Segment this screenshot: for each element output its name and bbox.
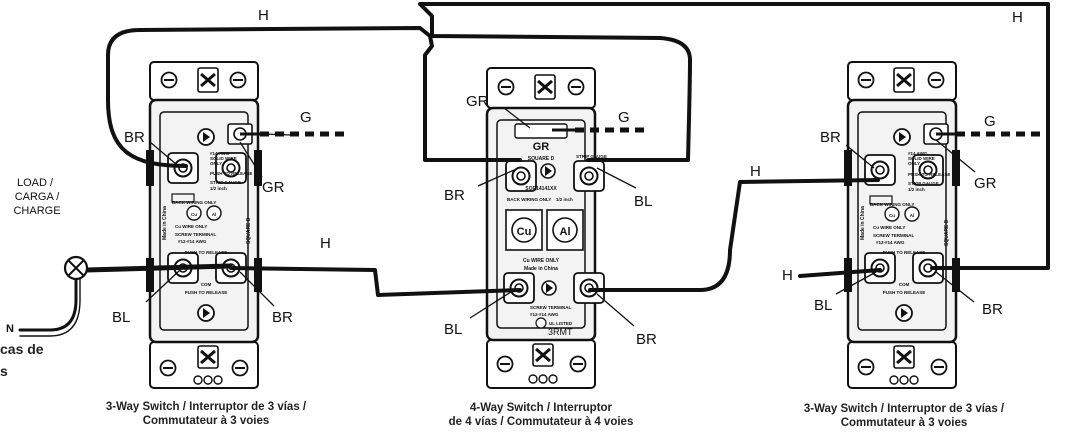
left-gauge-l3: ONLY (210, 161, 222, 166)
label-load-3: CHARGE (13, 205, 60, 217)
right-cu-wire-only: Cu WIRE ONLY (873, 225, 905, 230)
traveler-wire-outer (418, 2, 1050, 270)
left-back-wiring: BACK WIRING ONLY (172, 200, 216, 205)
traveler-wire-top (106, 26, 522, 168)
label-partial-2: s (0, 363, 8, 379)
center-cu-wire-only: Cu WIRE ONLY (523, 258, 560, 264)
callout-labels: H H H H H G G G BR GR BL BR GR BR BL BL … (0, 7, 1023, 379)
label-bl-right: BL (814, 297, 832, 314)
center-badge-al: Al (560, 226, 571, 238)
com-wire-left-center (229, 266, 522, 297)
left-strip-length: 1/2 inch (210, 186, 227, 191)
left-made-in-china: Made in China (162, 206, 168, 240)
label-h-left-lower: H (320, 235, 331, 252)
right-brand: SQUARE D (944, 219, 950, 246)
label-gr-right: GR (974, 175, 997, 192)
left-brand: SQUARE D (246, 217, 252, 244)
center-ul-code: 3RMT (548, 327, 573, 337)
left-push-release-top: PUSH TO RELEASE (210, 171, 252, 176)
right-push-release-top: PUSH TO RELEASE (908, 172, 950, 177)
label-gr-left: GR (262, 179, 285, 196)
center-badge-cu: Cu (517, 226, 532, 238)
center-made-in-china: Made in China (524, 266, 558, 272)
left-badge-cu: Cu (191, 212, 197, 217)
right-gauge-l2: SOLID WIRE (908, 156, 935, 161)
center-brand: SQUARE D (528, 156, 555, 162)
left-screw-gauge: #12-#14 AWG (178, 239, 207, 244)
center-gr-marking: GR (533, 141, 550, 153)
ground-wires (240, 127, 1040, 137)
left-badge-al: Al (212, 212, 217, 217)
left-push-release-bottom: PUSH TO RELEASE (185, 290, 227, 295)
left-gauge-l2: SOLID WIRE (210, 156, 237, 161)
right-strip-length: 1/2 inch (908, 187, 925, 192)
caption-left-1: 3-Way Switch / Interruptor de 3 vías / (106, 401, 307, 413)
right-badge-al: Al (910, 213, 915, 218)
center-screw-terminal: SCREW TERMINAL (530, 305, 571, 310)
wires (18, 2, 1050, 337)
label-br-right-top: BR (820, 129, 841, 146)
left-push-release-mid: PUSH TO RELEASE (185, 250, 227, 255)
label-partial-1: cas de (0, 341, 44, 357)
right-screw-gauge: #12-#14 AWG (876, 240, 905, 245)
right-gauge-l1: #14 AWG (908, 151, 928, 156)
label-h-right-lower: H (782, 267, 793, 284)
center-strip-gauge: STRIP GAUGE (576, 154, 607, 159)
center-back-wiring: BACK WIRING ONLY (507, 197, 551, 202)
label-br-center-bottom: BR (636, 331, 657, 348)
label-neutral: N (6, 323, 14, 335)
label-h-top-left: H (258, 7, 269, 24)
center-four-way-switch: GR SQUARE D STRIP GAUGE SQR14141XX BACK … (485, 67, 607, 389)
label-bl-center-bottom: BL (444, 321, 462, 338)
center-screw-gauge: #12-#14 AWG (530, 312, 559, 317)
neutral-wire (18, 276, 78, 332)
wire-nut-icon (63, 255, 89, 281)
right-badge-cu: Cu (889, 213, 895, 218)
right-com: COM (899, 282, 910, 287)
label-br-center-top: BR (444, 187, 465, 204)
right-gauge-l3: ONLY (908, 161, 920, 166)
label-g-center: G (618, 109, 630, 126)
right-three-way-switch: Cu Al #14 AWG SOLID WIRE ONLY PUSH TO RE… (844, 61, 960, 389)
caption-right-1: 3-Way Switch / Interruptor de 3 vías / (804, 403, 1005, 415)
line-hot-wire (798, 268, 882, 278)
caption-right-2: Commutateur à 3 voies (841, 417, 968, 429)
right-strip-gauge: STRIP GAUGE (908, 181, 939, 186)
left-gauge-l1: #14 AWG (210, 151, 230, 156)
label-bl-center: BL (634, 193, 652, 210)
right-push-release-bottom: PUSH TO RELEASE (883, 290, 925, 295)
label-br-right-bottom: BR (982, 301, 1003, 318)
left-com: COM (201, 282, 212, 287)
traveler-wire-middle (588, 178, 880, 292)
left-cu-wire-only: Cu WIRE ONLY (175, 224, 207, 229)
center-model: SQR14141XX (525, 186, 557, 192)
label-br-left-bottom: BR (272, 309, 293, 326)
center-strip-length: 1/2 inch (556, 197, 573, 202)
label-br-left-top: BR (124, 129, 145, 146)
label-g-left: G (300, 109, 312, 126)
label-g-right: G (984, 113, 996, 130)
right-made-in-china: Made in China (860, 206, 866, 240)
right-push-release-mid: PUSH TO RELEASE (883, 250, 925, 255)
load-hot-wire (83, 263, 233, 273)
label-h-right-middle: H (750, 163, 761, 180)
right-screw-terminal: SCREW TERMINAL (873, 233, 914, 238)
left-three-way-switch: Cu Al #14 AWG SOLID WIRE ONLY PUSH TO RE… (146, 61, 262, 389)
caption-center-1: 4-Way Switch / Interruptor (470, 402, 613, 414)
label-load-1: LOAD / (17, 177, 54, 189)
right-back-wiring: BACK WIRING ONLY (870, 202, 914, 207)
left-strip-gauge: STRIP GAUGE (210, 180, 241, 185)
captions: 3-Way Switch / Interruptor de 3 vías / C… (106, 401, 1005, 429)
label-load-2: CARGA / (15, 191, 61, 203)
left-screw-terminal: SCREW TERMINAL (175, 232, 216, 237)
label-gr-center: GR (466, 93, 489, 110)
label-h-top-right: H (1012, 9, 1023, 26)
caption-center-2: de 4 vías / Commutateur à 4 voies (449, 416, 634, 428)
center-listed: UL LISTED (549, 321, 573, 326)
leader-lines (145, 107, 976, 327)
caption-left-2: Commutateur à 3 voies (143, 415, 270, 427)
label-bl-left: BL (112, 309, 130, 326)
